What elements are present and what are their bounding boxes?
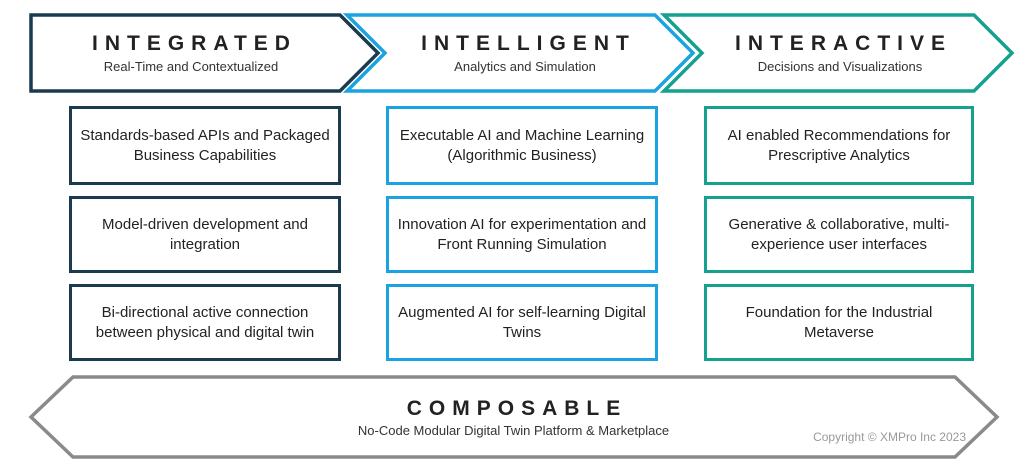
intelligent-item: Innovation AI for experimentation and Fr… — [386, 196, 658, 273]
interactive-item: Foundation for the Industrial Metaverse — [704, 284, 974, 361]
intelligent-chevron — [342, 13, 696, 93]
interactive-chevron — [659, 13, 1015, 93]
integrated-subtitle: Real-Time and Contextualized — [103, 59, 279, 74]
interactive-title: INTERACTIVE — [734, 32, 952, 55]
integrated-header: INTEGRATED Real-Time and Contextualized — [31, 14, 351, 92]
composable-title: COMPOSABLE — [406, 396, 628, 420]
copyright: Copyright © XMPro Inc 2023 — [813, 430, 966, 444]
intelligent-subtitle: Analytics and Simulation — [454, 59, 596, 74]
intelligent-header: INTELLIGENT Analytics and Simulation — [380, 14, 670, 92]
composable-label: COMPOSABLE No-Code Modular Digital Twin … — [72, 380, 955, 454]
composable-subtitle: No-Code Modular Digital Twin Platform & … — [357, 422, 670, 438]
integrated-title: INTEGRATED — [92, 32, 297, 55]
integrated-chevron — [29, 13, 381, 93]
interactive-item: Generative & collaborative, multi-experi… — [704, 196, 974, 273]
intelligent-item: Augmented AI for self-learning Digital T… — [386, 284, 658, 361]
interactive-item: AI enabled Recommendations for Prescript… — [704, 106, 974, 185]
interactive-header: INTERACTIVE Decisions and Visualizations — [700, 14, 980, 92]
integrated-item: Standards-based APIs and Packaged Busine… — [69, 106, 341, 185]
integrated-item: Bi-directional active connection between… — [69, 284, 341, 361]
intelligent-item: Executable AI and Machine Learning (Algo… — [386, 106, 658, 185]
interactive-subtitle: Decisions and Visualizations — [757, 59, 923, 74]
integrated-item: Model-driven development and integration — [69, 196, 341, 273]
intelligent-title: INTELLIGENT — [421, 32, 636, 55]
composable-banner — [28, 375, 1000, 459]
